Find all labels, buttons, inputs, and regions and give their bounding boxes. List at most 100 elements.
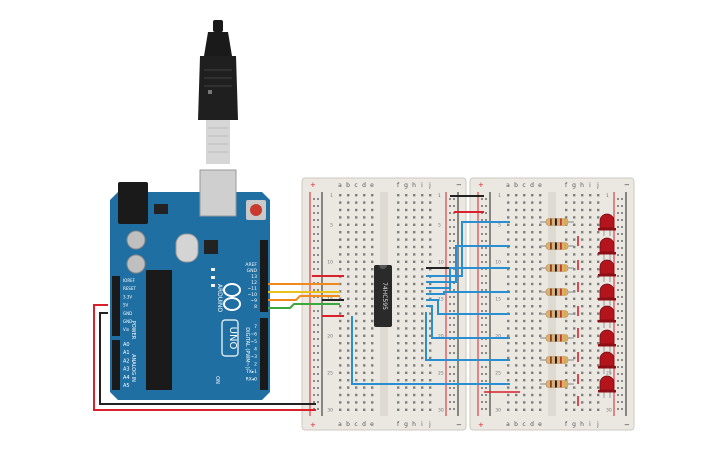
usb-connector-metal	[206, 120, 230, 164]
column-letter: j	[596, 182, 599, 189]
row-number: 5	[330, 223, 333, 229]
row-number: 15	[495, 297, 501, 303]
led-rx	[211, 284, 215, 287]
usb-plug-body	[198, 56, 238, 120]
wire-q0[interactable]	[351, 316, 510, 385]
power-pin-label: GND	[123, 311, 132, 316]
led-array[interactable]	[598, 213, 616, 398]
row-number: 30	[438, 408, 444, 414]
power-header-title: POWER	[130, 321, 136, 340]
wire-gnd-to-minus-rail[interactable]	[99, 312, 316, 405]
row-number: 15	[438, 297, 444, 303]
led-icon[interactable]	[598, 351, 616, 374]
wire-output-3[interactable]	[426, 267, 510, 289]
column-letter: g	[572, 182, 576, 189]
wire-output-6[interactable]	[426, 305, 510, 339]
wire-output-1[interactable]	[426, 221, 510, 277]
breadboard-right[interactable]: aabbccddeeffgghhiijj+−+−1155101015152020…	[469, 177, 635, 431]
resistor-icon[interactable]	[540, 380, 574, 388]
wire-5v-to-plus-rail[interactable]	[93, 304, 316, 411]
column-letter: d	[362, 421, 366, 428]
column-letter: d	[530, 182, 534, 189]
usb-cable-icon[interactable]	[198, 20, 238, 164]
digital-pin-label: 8	[254, 304, 257, 310]
led-icon[interactable]	[598, 237, 616, 260]
output-wires[interactable]	[425, 221, 510, 361]
column-letter: e	[538, 182, 542, 189]
usb-symbol	[208, 90, 212, 94]
led-icon[interactable]	[598, 375, 616, 398]
row-number: 10	[438, 260, 444, 266]
led-lens[interactable]	[599, 305, 615, 321]
led-ground-jumpers[interactable]	[484, 236, 579, 406]
led-lens[interactable]	[599, 283, 615, 299]
wire-layer[interactable]	[93, 195, 510, 411]
led-icon[interactable]	[598, 213, 616, 236]
led-icon[interactable]	[598, 259, 616, 282]
digital-pin-label: RX◂0	[246, 377, 257, 383]
led-icon[interactable]	[598, 283, 616, 306]
led-icon[interactable]	[598, 305, 616, 328]
voltage-regulator	[154, 204, 168, 214]
resistor-icon[interactable]	[540, 310, 574, 318]
wire-output-4[interactable]	[426, 291, 510, 295]
row-number: 20	[327, 334, 333, 340]
column-letter: e	[370, 182, 374, 189]
led-lens[interactable]	[599, 237, 615, 253]
analog-pin-label: A4	[123, 375, 130, 381]
led-lens[interactable]	[599, 259, 615, 275]
resistor-icon[interactable]	[540, 356, 574, 364]
power-pin-label: IOREF	[123, 278, 136, 283]
wire-pin10[interactable]	[268, 295, 340, 301]
column-letter: g	[572, 421, 576, 428]
wire-output-7[interactable]	[425, 312, 510, 361]
resistor-array[interactable]	[540, 218, 574, 388]
row-number: 25	[495, 371, 501, 377]
row-number: 1	[606, 193, 609, 199]
shift-register-body[interactable]	[374, 265, 392, 327]
column-letter: c	[354, 182, 357, 189]
shift-register-icon[interactable]: 74HC595	[374, 265, 392, 327]
rail-minus-label: −	[624, 181, 630, 189]
resistor-icon[interactable]	[540, 242, 574, 250]
digital-pin-label: ~10	[248, 292, 258, 298]
led-lens[interactable]	[599, 351, 615, 367]
row-number: 10	[327, 260, 333, 266]
power-pin-label: 5V	[123, 303, 129, 308]
column-letter: a	[506, 182, 510, 189]
column-letter: f	[565, 421, 568, 428]
resistor-icon[interactable]	[540, 334, 574, 342]
digital-pin-label: 12	[251, 280, 257, 286]
digital-pin-label: ~3	[250, 354, 257, 360]
resistor-icon[interactable]	[540, 288, 574, 296]
wire-output-5[interactable]	[426, 299, 510, 315]
rail-minus-label: −	[456, 421, 462, 429]
wire-output-2[interactable]	[426, 245, 510, 283]
led-lens[interactable]	[599, 213, 615, 229]
analog-header	[112, 340, 120, 390]
reset-button-cap[interactable]	[250, 204, 262, 216]
column-letter: a	[338, 421, 342, 428]
row-number: 30	[606, 408, 612, 414]
rail-plus-label: +	[310, 181, 316, 189]
column-letter: h	[580, 421, 584, 428]
row-number: 1	[498, 193, 501, 199]
led-icon[interactable]	[598, 329, 616, 352]
led-lens[interactable]	[599, 375, 615, 391]
usb-cable-strain	[213, 20, 223, 32]
capacitor-2	[126, 254, 146, 274]
column-letter: j	[596, 421, 599, 428]
resistor-icon[interactable]	[540, 218, 574, 226]
row-number: 1	[438, 193, 441, 199]
power-pin-label: Vin	[123, 327, 130, 332]
wire-pin8[interactable]	[268, 303, 340, 309]
resistor-icon[interactable]	[540, 264, 574, 272]
usb-plug-grip	[204, 69, 232, 87]
digital-pin-label: ~11	[248, 286, 258, 292]
arduino-uno-board[interactable]: ARDUINO UNO ON POWER ANALOG IN DIGITAL (…	[110, 169, 270, 400]
led-lens[interactable]	[599, 329, 615, 345]
rail-plus-label: +	[310, 421, 316, 429]
